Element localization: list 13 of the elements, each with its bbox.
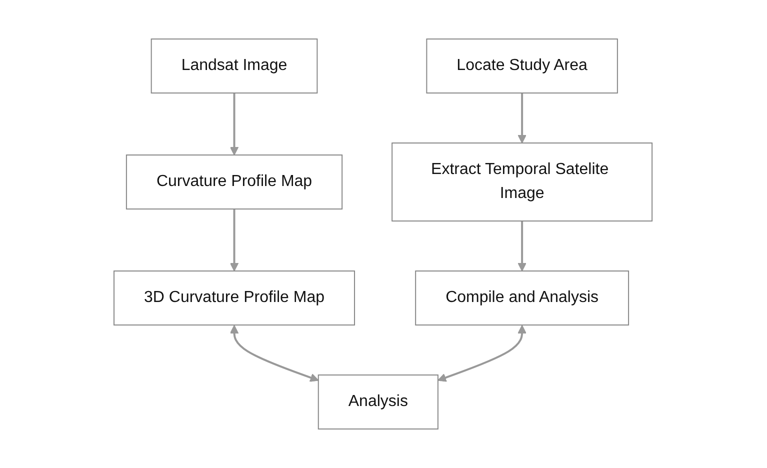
node-box: Analysis xyxy=(318,374,439,430)
arrow xyxy=(518,93,527,144)
arrow xyxy=(230,209,240,272)
node-box: 3D Curvature Profile Map xyxy=(114,270,356,326)
arrow xyxy=(230,93,240,156)
arrow xyxy=(518,221,527,272)
node-box: Curvature Profile Map xyxy=(126,154,344,210)
node-box: Landsat Image xyxy=(151,38,318,94)
node-box: Locate Study Area xyxy=(426,38,618,94)
node-box: Extract Temporal Satelite Image xyxy=(392,142,654,222)
node-box: Compile and Analysis xyxy=(416,270,630,326)
arrow xyxy=(230,325,320,382)
arrow xyxy=(438,325,527,382)
